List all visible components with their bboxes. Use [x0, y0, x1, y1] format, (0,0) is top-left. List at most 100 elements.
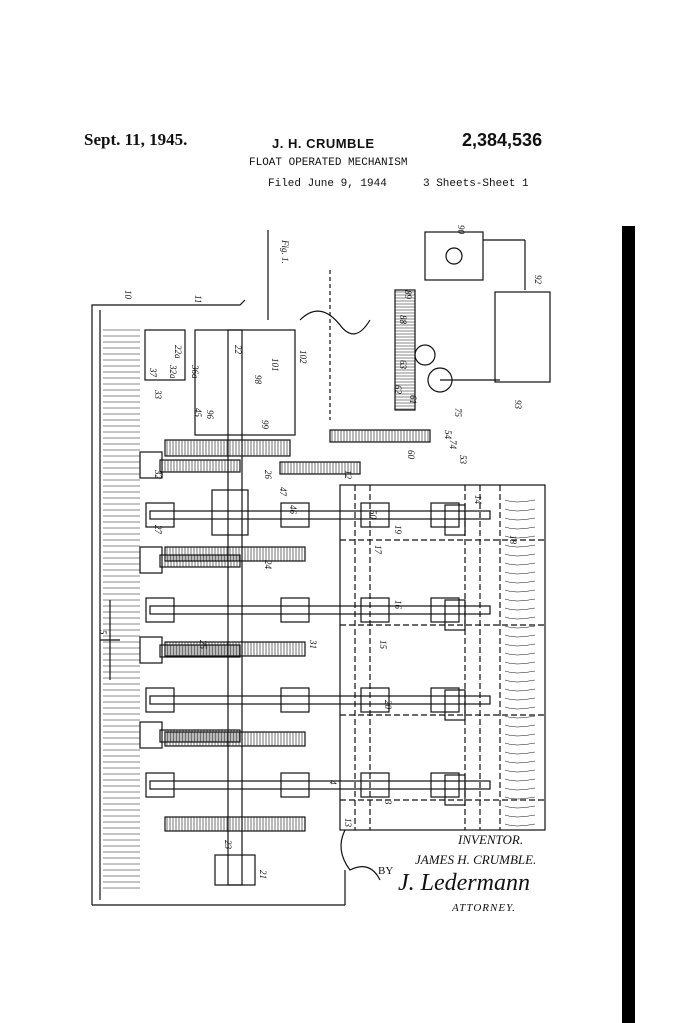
by-label: BY — [378, 865, 394, 877]
gear-24 — [164, 816, 306, 832]
water-wave — [504, 589, 536, 593]
coupling — [360, 772, 390, 798]
reference-numeral: 89 — [403, 290, 413, 300]
water-wave — [504, 733, 536, 737]
water-wave — [504, 616, 536, 620]
water-wave — [504, 679, 536, 683]
clutch-block — [139, 636, 163, 664]
reference-numeral: 19 — [393, 525, 403, 535]
water-wave — [504, 517, 536, 521]
bracket-37 — [144, 329, 186, 381]
coupling — [145, 687, 175, 713]
reference-numeral: 23 — [223, 840, 233, 850]
water-wave — [504, 751, 536, 755]
reference-numeral: 47 — [278, 487, 288, 497]
water-wave — [504, 598, 536, 602]
water-wave — [504, 823, 536, 827]
reference-numeral: 32 — [153, 469, 163, 480]
clutch-block — [139, 546, 163, 574]
inventor-signature-name: JAMES H. CRUMBLE. — [415, 852, 537, 867]
water-wave — [504, 625, 536, 629]
reference-numeral: 11 — [193, 295, 203, 303]
coupling — [360, 502, 390, 528]
reference-numeral: 24 — [263, 560, 273, 570]
float-tank — [339, 484, 546, 831]
reference-numeral: 88 — [398, 315, 408, 325]
water-wave — [504, 580, 536, 584]
clutch-block — [139, 721, 163, 749]
scan-edge-bar — [622, 226, 635, 1023]
patent-date: Sept. 11, 1945. — [84, 130, 188, 149]
reference-numeral: 18 — [508, 535, 518, 545]
reference-numeral: 45 — [193, 408, 203, 418]
water-wave — [504, 607, 536, 611]
motor-90 — [424, 231, 484, 281]
reference-numeral: 20 — [383, 700, 393, 710]
reference-numeral: 61 — [408, 395, 418, 404]
coupling — [280, 597, 310, 623]
water-wave — [504, 670, 536, 674]
coupling — [280, 772, 310, 798]
water-wave — [504, 796, 536, 800]
water-wave — [504, 544, 536, 548]
attorney-label: ATTORNEY. — [452, 902, 516, 914]
water-wave — [504, 787, 536, 791]
reference-numeral: 16 — [393, 600, 403, 610]
coupling — [360, 687, 390, 713]
reference-numeral: 31 — [308, 639, 318, 649]
break-curve — [299, 310, 371, 335]
reference-numeral: 101 — [270, 358, 280, 372]
water-wave — [504, 760, 536, 764]
reference-numeral: 92 — [533, 275, 543, 285]
reference-numeral: 27 — [153, 525, 163, 535]
water-wave — [504, 508, 536, 512]
bearing-22 — [214, 854, 256, 886]
sheet-count: 3 Sheets-Sheet 1 — [423, 178, 529, 190]
water-wave — [504, 535, 536, 539]
float-18 — [444, 599, 466, 631]
water-wave — [504, 814, 536, 818]
coupling — [145, 772, 175, 798]
reference-numeral: 26 — [263, 470, 273, 480]
patent-number: 2,384,536 — [462, 130, 543, 150]
water-wave — [504, 688, 536, 692]
bearing-26 — [211, 489, 249, 536]
drum-96 — [194, 329, 296, 436]
water-wave — [504, 526, 536, 530]
float-18 — [444, 774, 466, 806]
gear-24 — [164, 546, 306, 562]
water-wave — [504, 778, 536, 782]
reference-numeral: 46 — [288, 505, 298, 515]
break-curve — [340, 829, 381, 881]
reference-numeral: 60 — [406, 450, 416, 460]
gear-33 — [159, 644, 241, 658]
water-wave — [504, 769, 536, 773]
water-wave — [504, 697, 536, 701]
reference-numeral: 102 — [298, 350, 308, 364]
water-wave — [504, 562, 536, 566]
reference-numeral: 99 — [260, 420, 270, 430]
reference-numeral: 37 — [148, 367, 158, 378]
gear-88 — [394, 289, 416, 411]
float-shaft — [149, 695, 491, 705]
gear-45 — [164, 439, 291, 457]
reference-numeral: 96 — [205, 410, 215, 420]
reference-numeral: 90 — [456, 225, 466, 235]
reference-numeral: 98 — [253, 375, 263, 385]
water-wave — [504, 643, 536, 647]
reference-numeral: 63 — [398, 360, 408, 370]
gear-33 — [159, 554, 241, 568]
gear-33 — [159, 729, 241, 743]
reference-numeral: 75 — [453, 408, 463, 418]
reference-numeral: 32a — [168, 364, 178, 379]
attorney-signature: J. Ledermann — [398, 870, 530, 896]
float-shaft — [149, 780, 491, 790]
reference-numeral: 22 — [233, 345, 243, 355]
float-shaft — [149, 605, 491, 615]
water-wave — [504, 661, 536, 665]
water-wave — [504, 553, 536, 557]
reference-numeral: 74 — [448, 440, 458, 450]
water-wave — [504, 706, 536, 710]
water-wave — [504, 805, 536, 809]
reference-numeral: 93 — [513, 400, 523, 410]
